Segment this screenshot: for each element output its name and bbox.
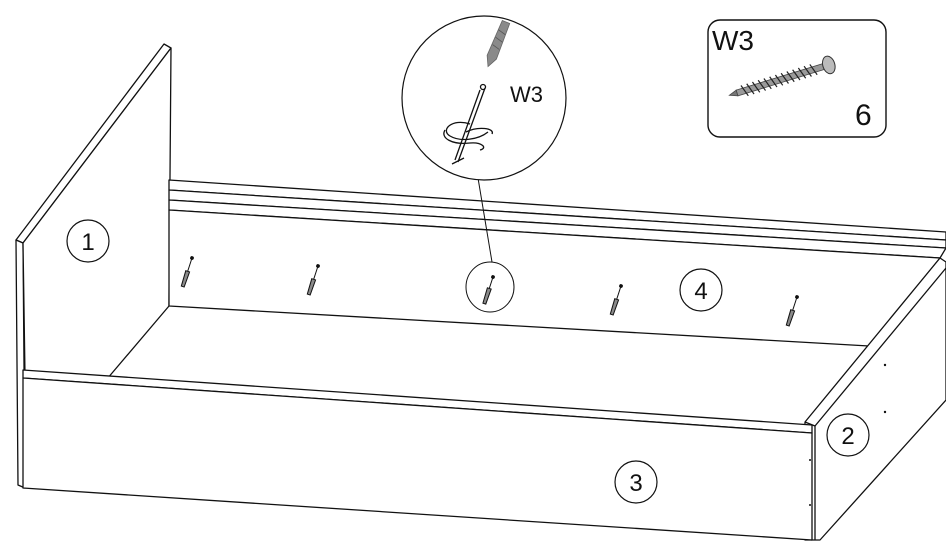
anchor-icon bbox=[443, 83, 493, 165]
leader-line bbox=[477, 177, 493, 263]
screw-1 bbox=[180, 256, 194, 288]
part-number-2: 2 bbox=[841, 423, 854, 450]
part-marker-2: 2 bbox=[826, 413, 870, 457]
part-number-3: 3 bbox=[629, 470, 642, 497]
panel-2-holes bbox=[809, 363, 887, 506]
part-marker-1: 1 bbox=[66, 219, 110, 263]
detail-callout bbox=[465, 177, 515, 313]
magnified-screw-icon bbox=[486, 19, 511, 68]
panel-1 bbox=[15, 43, 172, 489]
screws-on-panel-4 bbox=[180, 256, 799, 327]
detail-circle: W3 bbox=[401, 15, 567, 181]
detail-label: W3 bbox=[510, 82, 543, 107]
screw-icon bbox=[728, 55, 836, 97]
panel-4 bbox=[168, 179, 946, 347]
hardware-quantity: 6 bbox=[855, 99, 872, 132]
screw-4 bbox=[609, 284, 623, 316]
part-number-4: 4 bbox=[694, 278, 707, 305]
hardware-box: W3 6 bbox=[707, 19, 887, 138]
screw-5 bbox=[785, 295, 799, 327]
part-marker-3: 3 bbox=[614, 460, 658, 504]
panel-3 bbox=[22, 369, 813, 541]
part-number-1: 1 bbox=[81, 229, 94, 256]
part-marker-4: 4 bbox=[679, 268, 723, 312]
screw-2 bbox=[306, 264, 320, 296]
hardware-code: W3 bbox=[712, 25, 754, 56]
highlight-ring bbox=[465, 261, 515, 313]
screw-3 bbox=[482, 275, 495, 305]
